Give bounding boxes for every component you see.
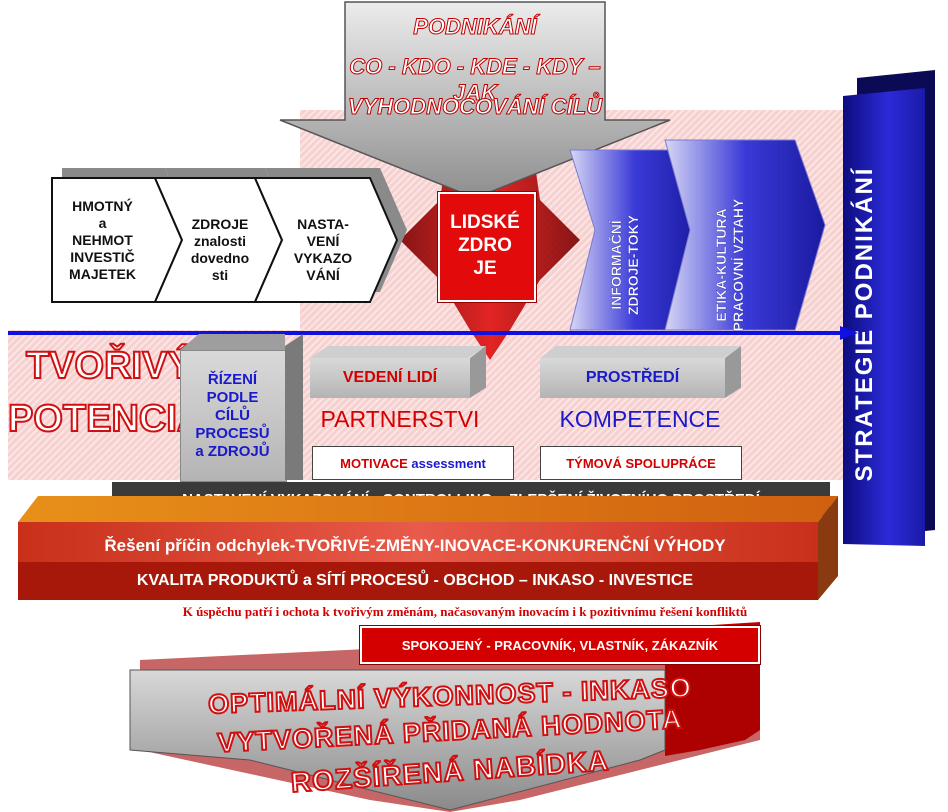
blue-horizontal-arrow [8, 326, 858, 340]
partnerstvi-label: PARTNERSTVI [320, 405, 480, 432]
chevron-hmotny: HMOTNÝ a NEHMOT INVESTIČ MAJETEK [69, 198, 136, 282]
red-slab-shape [18, 496, 838, 600]
prostredi-label: PROSTŘEDÍ [585, 369, 680, 386]
rizeni-label: ŘÍZENÍ PODLE CÍLŮ PROCESŮ a ZDROJŮ [195, 371, 270, 460]
top-arrow-line3: VYHODNOCOVÁNÍ CÍLŮ [347, 94, 603, 120]
rizeni-block-side [285, 334, 303, 480]
uspech-line: K úspěchu patří i ochota k tvořivým změn… [182, 604, 748, 619]
vedeni-block [310, 358, 470, 398]
top-arrow-line2: CO - KDO - KDE - KDY – JAK [349, 54, 601, 106]
lidske-zdroje-box [438, 192, 536, 302]
reseni-bar-label: Řešení příčin odchylek-TVOŘIVÉ-ZMĚNY-INO… [104, 536, 726, 555]
tymova-box: TÝMOVÁ SPOLUPRÁCE [540, 446, 742, 480]
vedeni-block-side [470, 346, 486, 398]
blue-chevron-informacni: INFORMAČNÍ ZDROJE-TOKY [608, 214, 641, 316]
blue-chevron-shapes [569, 139, 826, 331]
prostredi-block-side [725, 346, 741, 398]
blue-chevron-etika: ETIKA-KULTURA PRACOVNÍ VZTAHY [713, 198, 746, 332]
motivace-rest: assessment [407, 455, 486, 471]
strategie-shape [843, 70, 935, 546]
spokojeny-box: SPOKOJENÝ - PRACOVNÍK, VLASTNÍK, ZÁKAZNÍ… [360, 626, 760, 664]
tvorivy-line1: TVOŘIVÝ [25, 344, 194, 388]
kompetence-label: KOMPETENCE [559, 405, 721, 432]
vedeni-block-top [310, 346, 486, 358]
kvalita-bar-label: KVALITA PRODUKTŮ a SÍTÍ PROCESŮ - OBCHOD… [136, 572, 694, 589]
rizeni-block [180, 350, 287, 482]
chevron-zdroje: ZDROJE znalosti dovedno sti [190, 216, 250, 283]
rizeni-block-top [180, 334, 285, 350]
prostredi-block [540, 358, 725, 398]
chevron-row-shapes [51, 168, 407, 303]
prostredi-block-top [540, 346, 740, 358]
motivace-box: MOTIVACE assessment [312, 446, 514, 480]
chevron-nastaveni: NASTA- VENÍ VYKAZO VÁNÍ [293, 216, 353, 283]
lidske-zdroje-label: LIDSKÉ ZDRO JE [450, 211, 520, 279]
top-arrow-line1: PODNIKÁNÍ [413, 14, 537, 40]
strategie-label: STRATEGIE PODNIKÁNÍ [851, 166, 878, 482]
vedeni-label: VEDENÍ LIDÍ [342, 369, 438, 386]
motivace-bold: MOTIVACE [340, 455, 408, 471]
